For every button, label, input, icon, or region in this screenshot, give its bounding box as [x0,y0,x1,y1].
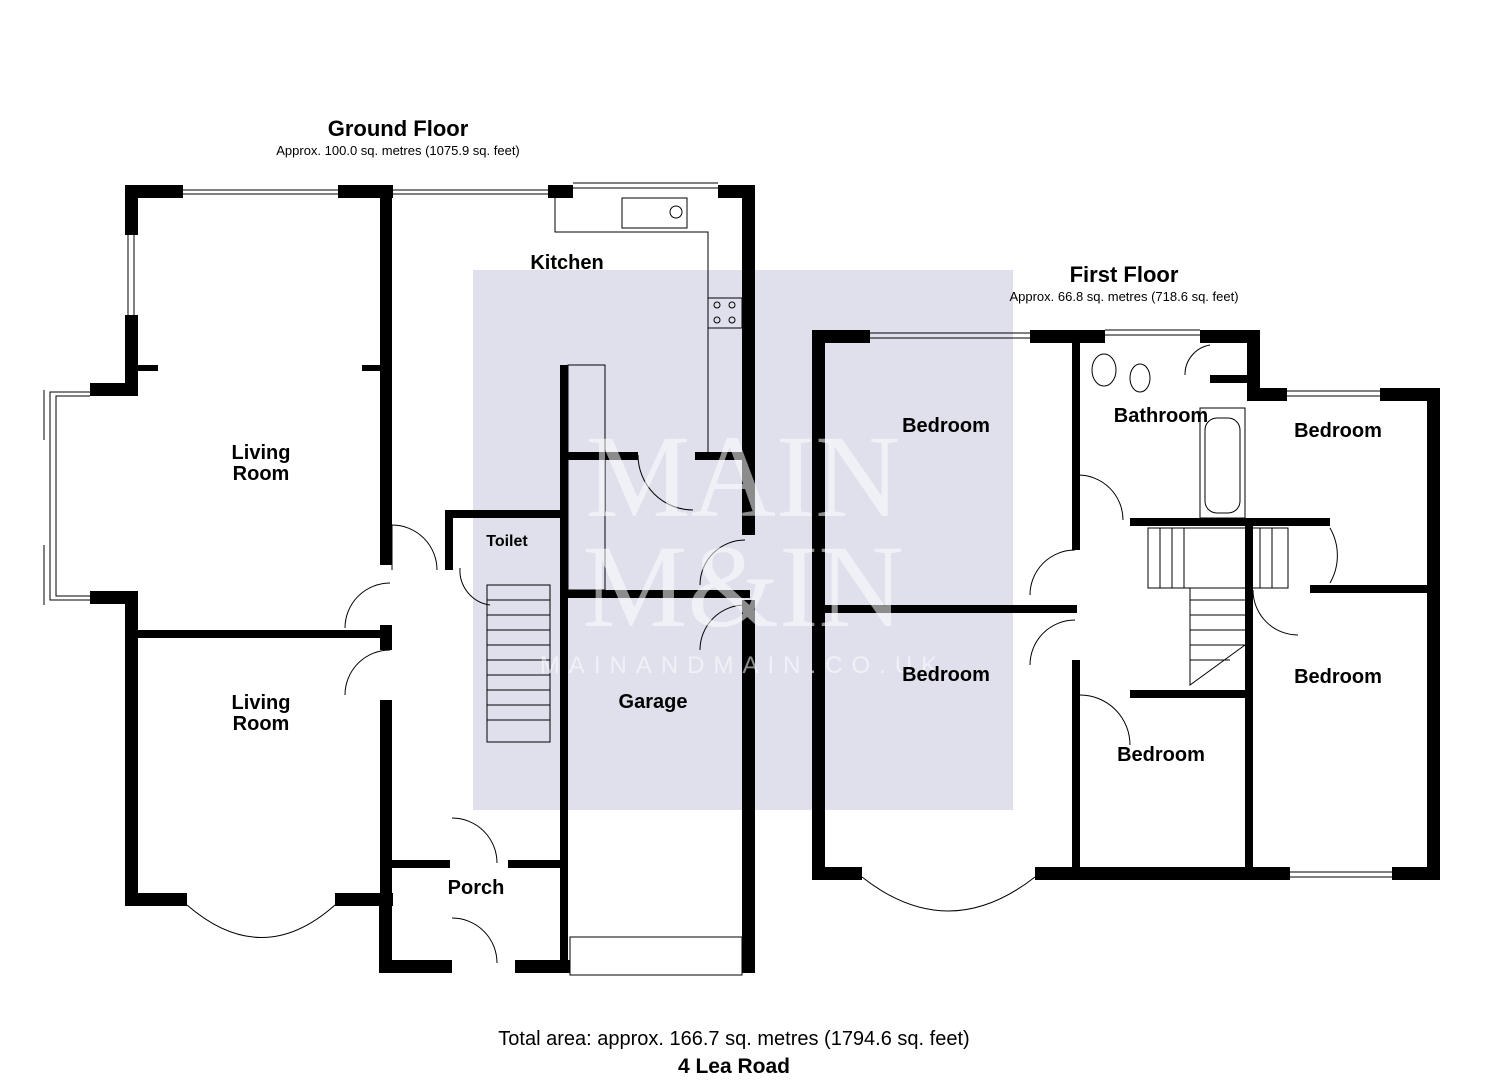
ground-floor-title: Ground Floor [327,116,469,141]
watermark-line-1: MAIN [585,411,901,542]
room-label-porch: Porch [447,877,505,899]
room-label-garage: Garage [618,691,688,713]
ground-floor-plan [90,185,755,973]
ground-floor-area: Approx. 100.0 sq. metres (1075.9 sq. fee… [276,143,520,158]
ground-floor-fixtures [43,182,746,976]
room-label-living-room-2: Living Room [231,692,291,735]
watermark-line-2: M&IN [582,521,904,652]
first-floor-area: Approx. 66.8 sq. metres (718.6 sq. feet) [1009,289,1239,304]
room-label-bedroom-2: Bedroom [1294,420,1382,442]
room-label-bathroom: Bathroom [1113,405,1209,427]
room-label-bedroom-1: Bedroom [902,415,990,437]
watermark-url: MAINANDMAIN.CO.UK [539,652,947,679]
room-label-bedroom-4: Bedroom [1294,666,1382,688]
room-label-bedroom-3: Bedroom [902,664,990,686]
first-floor-fixtures [861,329,1392,912]
room-label-living-room-1: Living Room [231,442,291,485]
room-label-toilet: Toilet [486,533,528,550]
property-address: 4 Lea Road [677,1055,791,1078]
room-label-bedroom-5: Bedroom [1117,744,1205,766]
room-label-kitchen: Kitchen [530,252,604,274]
total-area: Total area: approx. 166.7 sq. metres (17… [498,1028,970,1050]
first-floor-title: First Floor [1069,262,1179,287]
first-floor-plan [812,330,1440,880]
